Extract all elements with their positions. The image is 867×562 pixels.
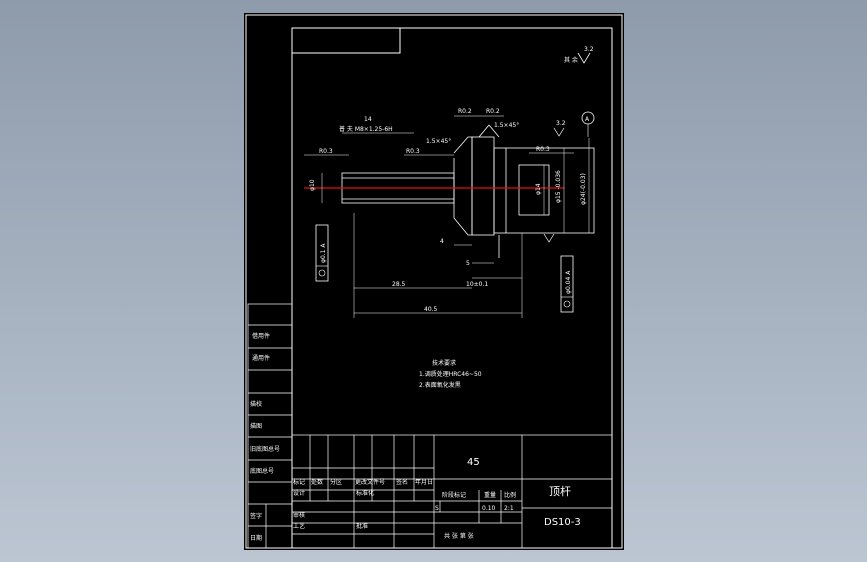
svg-text:3.2: 3.2 [556,120,566,127]
left-label-7: 描图 [250,422,262,430]
dim-14: 14 [364,116,372,123]
rev-header-6: 年月日 [415,478,433,486]
dim-r02b: R0.2 [486,108,500,115]
left-label-2: 通用件 [252,354,270,362]
rev-header-3: 分区 [330,478,342,486]
sign-standardization: 标准化 [356,489,374,497]
dim-r03b: R0.3 [406,148,420,155]
tolerance-frame-left: φ0.1 A [315,224,329,282]
roughness-bottom [543,233,555,243]
scale-value: 2:1 [504,505,514,512]
dim-40: 40.5 [424,306,438,313]
part-outline [341,124,595,258]
rev-header-1: 标记 [293,478,305,486]
dim-phi15: φ15 -0.036 [555,170,562,203]
scale-header-stage: 阶段标记 [442,491,466,499]
sign-approve: 批准 [356,522,368,530]
rev-header-4: 更改文件号 [355,478,385,486]
svg-text:φ0.04 A: φ0.04 A [565,270,572,294]
left-label-3: 旧底图总号 [250,445,280,453]
dim-4: 4 [440,238,444,245]
left-label-6: 日期 [250,534,262,542]
scale-header-scale: 比例 [504,491,516,499]
dim-phi14: φ14 [535,183,542,195]
svg-text:φ0.1 A: φ0.1 A [320,243,327,263]
datum-a-symbol: A [581,111,595,137]
svg-text:3.2: 3.2 [584,46,594,53]
dim-thread: 普 夫 M8×1.25-6H [339,125,393,133]
svg-text:A: A [585,116,590,123]
title-block [291,434,613,549]
drawing-number: DS10-3 [544,517,581,528]
left-side-block [247,303,293,549]
notes-title: 技术要求 [432,359,456,367]
dim-phi10: φ10 [309,179,316,191]
sign-design: 设计 [293,489,305,497]
dim-r02a: R0.2 [458,108,472,115]
svg-text:其 余: 其 余 [564,56,578,64]
left-label-1: 借用件 [252,332,270,340]
dim-r03a: R0.3 [319,148,333,155]
left-label-5: 签字 [250,512,262,520]
roughness-top: 3.2 [553,120,566,137]
dim-chamfer1: 1.5×45° [426,138,451,145]
dimension-lines [304,115,590,318]
dim-phi24: φ24(-0.03) [580,173,587,205]
dim-10: 10±0.1 [466,281,488,288]
note-2: 2.表面氧化发黑 [419,381,461,389]
cad-drawing: 其 余 3.2 [245,14,623,549]
sign-review: 审核 [293,511,305,519]
material-value: 45 [467,457,480,468]
drawing-sheet: 其 余 3.2 [244,13,624,550]
stage-value: S [435,505,439,512]
dim-r03c: R0.3 [536,146,550,153]
left-label-8: 描校 [250,400,262,408]
dim-5: 5 [466,260,470,267]
weight-value: 0.10 [482,505,496,512]
rev-header-5: 签名 [396,478,408,486]
sign-process: 工艺 [293,522,305,530]
sheet-count: 共 张 第 张 [444,532,474,540]
scale-header-weight: 重量 [484,491,496,499]
left-label-4: 底图总号 [250,467,274,475]
rev-header-2: 处数 [311,478,323,486]
surface-finish-general: 其 余 3.2 [564,46,594,64]
note-1: 1.调质处理HRC46~50 [419,370,482,378]
dim-chamfer2: 1.5×45° [494,122,519,129]
part-name: 顶杆 [549,484,571,498]
dim-28: 28.5 [392,281,406,288]
tolerance-frame-right: φ0.04 A [560,255,574,313]
